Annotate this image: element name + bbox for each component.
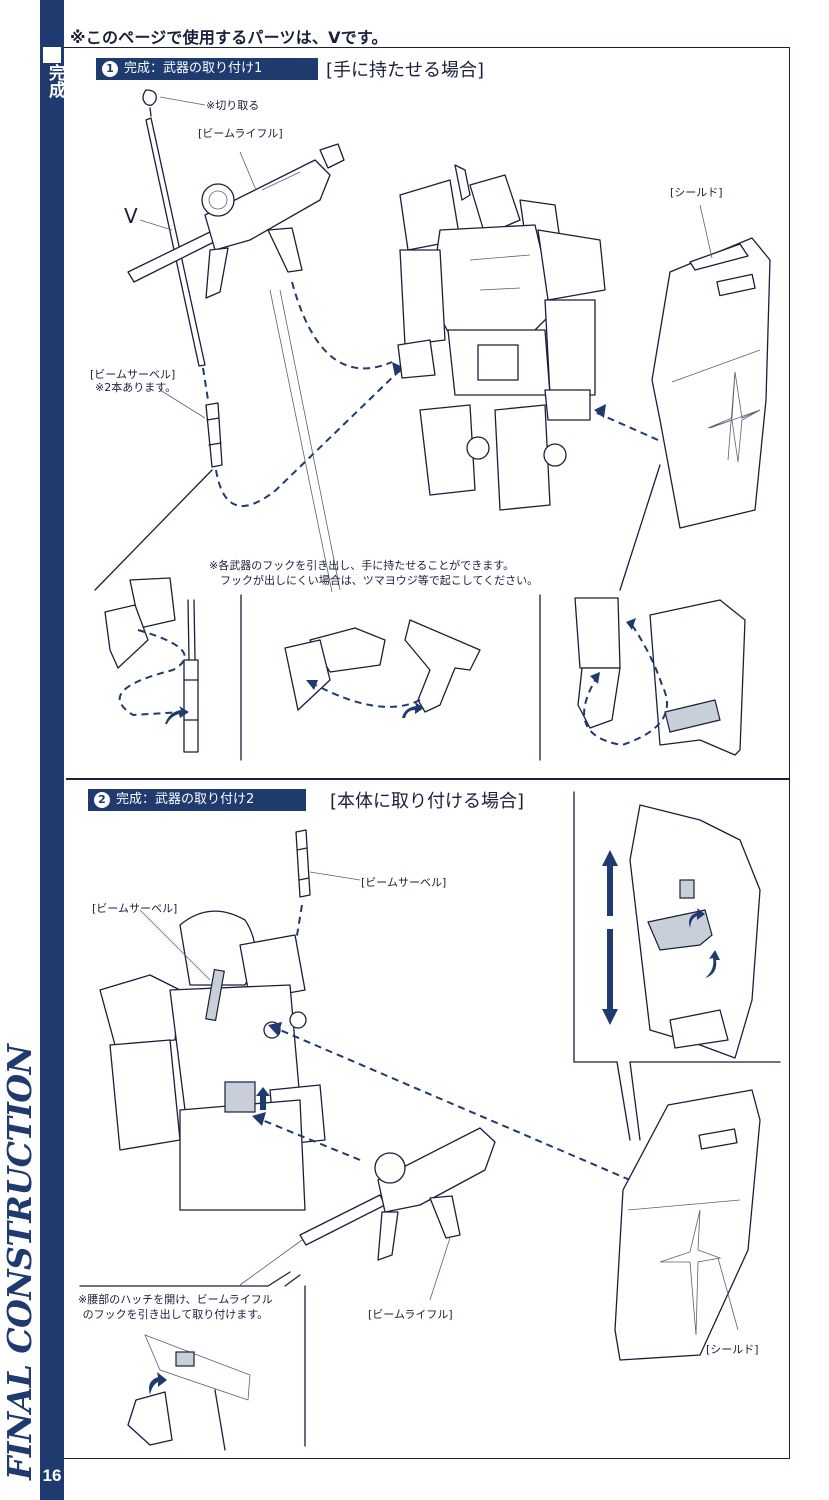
step1-header: 1 完成：武器の取り付け1 bbox=[96, 58, 318, 80]
hip-note-line1: ※腰部のハッチを開け、ビームライフル bbox=[78, 1293, 273, 1306]
parts-note: ※このページで使用するパーツは、Vです。 bbox=[70, 28, 388, 47]
hip-hatch-note: ※腰部のハッチを開け、ビームライフル のフックを引き出して取り付けます。 bbox=[78, 1292, 273, 1322]
step2-title: 完成：武器の取り付け2 bbox=[116, 792, 255, 807]
side-title: FINAL CONSTRUCTION bbox=[0, 1044, 39, 1480]
content-frame bbox=[64, 47, 790, 1459]
hook-note: ※各武器のフックを引き出し、手に持たせることができます。 フックが出しにくい場合… bbox=[209, 558, 538, 588]
cut-off-label: ※切り取る bbox=[206, 99, 260, 112]
beam-saber-top-label: [ビームサーベル] bbox=[361, 876, 447, 889]
section-divider bbox=[66, 778, 790, 780]
beam-saber-label: [ビームサーベル] bbox=[90, 368, 176, 381]
page-number: 16 bbox=[42, 1466, 62, 1485]
side-stripe bbox=[40, 0, 64, 1500]
step2-case-label: [本体に取り付ける場合] bbox=[330, 791, 525, 812]
shield-step2-label: [シールド] bbox=[706, 1343, 759, 1356]
side-tab-label: 完成 bbox=[45, 64, 65, 98]
step1-number: 1 bbox=[102, 61, 118, 77]
beam-saber-count-note: ※2本あります。 bbox=[95, 381, 177, 394]
step2-header: 2 完成：武器の取り付け2 bbox=[88, 789, 306, 811]
step1-title: 完成：武器の取り付け1 bbox=[124, 61, 263, 76]
side-tab-marker bbox=[43, 47, 61, 63]
beam-rifle-label: [ビームライフル] bbox=[198, 127, 283, 140]
step2-number: 2 bbox=[94, 792, 110, 808]
beam-saber-back-label: [ビームサーベル] bbox=[92, 902, 178, 915]
runner-v-label: V bbox=[124, 204, 138, 228]
step1-case-label: [手に持たせる場合] bbox=[326, 60, 485, 81]
hook-note-line1: ※各武器のフックを引き出し、手に持たせることができます。 bbox=[209, 559, 515, 572]
beam-rifle-step2-label: [ビームライフル] bbox=[368, 1308, 453, 1321]
shield-label: [シールド] bbox=[670, 186, 723, 199]
hook-note-line2: フックが出しにくい場合は、ツマヨウジ等で起こしてください。 bbox=[220, 574, 539, 587]
hip-note-line2: のフックを引き出して取り付けます。 bbox=[82, 1308, 269, 1321]
